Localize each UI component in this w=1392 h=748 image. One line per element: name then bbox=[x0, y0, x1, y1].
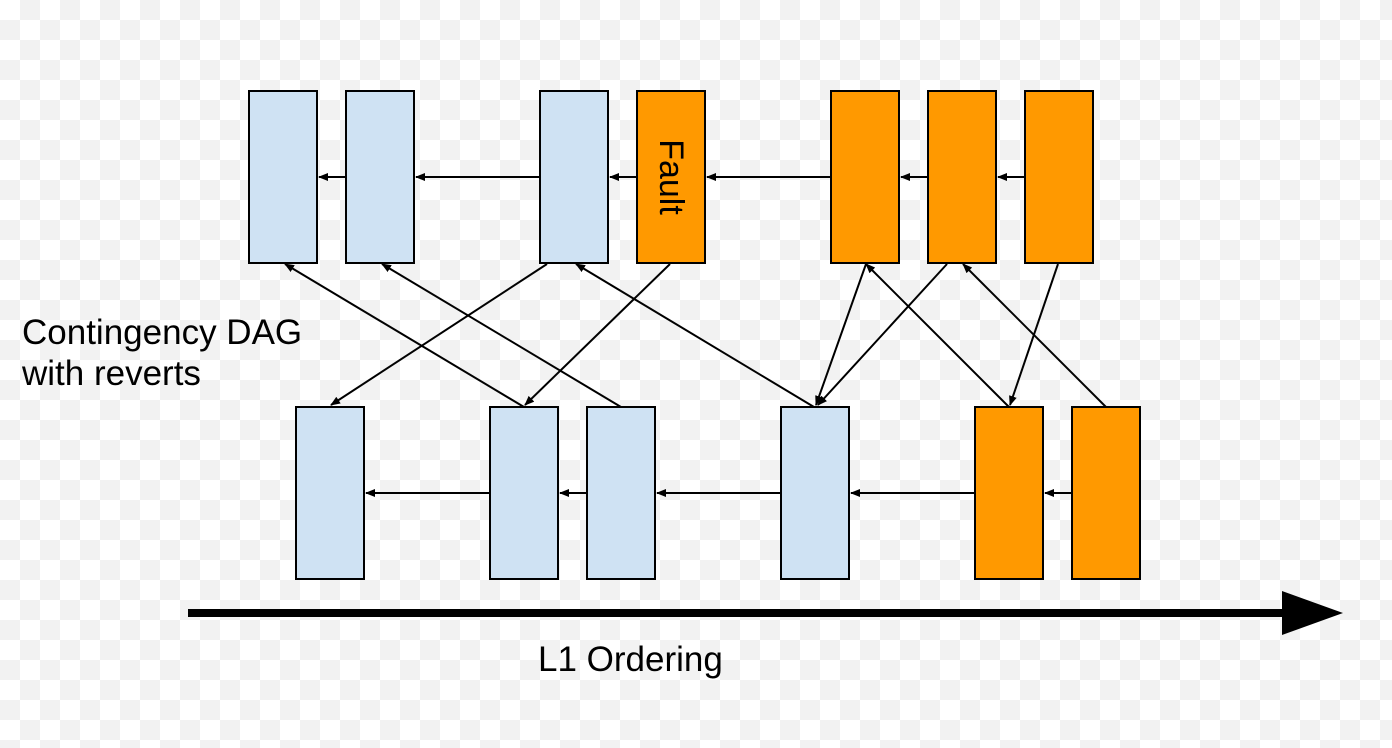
edge-bottom-4-to-top-3 bbox=[575, 263, 815, 408]
block-top-3 bbox=[539, 90, 609, 264]
block-bottom-5 bbox=[974, 406, 1044, 580]
block-top-6 bbox=[927, 90, 997, 264]
block-top-7 bbox=[1024, 90, 1094, 264]
block-bottom-1 bbox=[295, 406, 365, 580]
contingency-dag-label-line1: Contingency DAG bbox=[22, 313, 303, 352]
contingency-dag-label-line2: with reverts bbox=[22, 354, 201, 393]
block-top-2 bbox=[345, 90, 415, 264]
edge-top-5-to-bottom-4 bbox=[815, 263, 867, 406]
block-bottom-3 bbox=[586, 406, 656, 580]
block-top-5 bbox=[830, 90, 900, 264]
edge-bottom-2-to-top-1 bbox=[284, 263, 525, 408]
block-top-fault bbox=[636, 90, 706, 264]
edge-top-3-to-bottom-1 bbox=[330, 263, 548, 406]
l1-ordering-arrowhead-icon bbox=[1282, 591, 1343, 635]
block-top-1 bbox=[248, 90, 318, 264]
edge-bottom-3-to-top-2 bbox=[381, 263, 622, 408]
fault-label: Fault bbox=[652, 139, 690, 215]
edge-bottom-6-to-top-6 bbox=[962, 263, 1107, 408]
contingency-dag-label: Contingency DAG with reverts bbox=[22, 312, 302, 394]
edge-top-fault-to-bottom-2 bbox=[524, 263, 671, 406]
block-bottom-6 bbox=[1071, 406, 1141, 580]
l1-ordering-label: L1 Ordering bbox=[538, 640, 723, 679]
edge-top-6-to-bottom-4 bbox=[817, 263, 948, 406]
block-bottom-2 bbox=[489, 406, 559, 580]
edge-bottom-5-to-top-5 bbox=[865, 263, 1010, 408]
block-bottom-4 bbox=[780, 406, 850, 580]
